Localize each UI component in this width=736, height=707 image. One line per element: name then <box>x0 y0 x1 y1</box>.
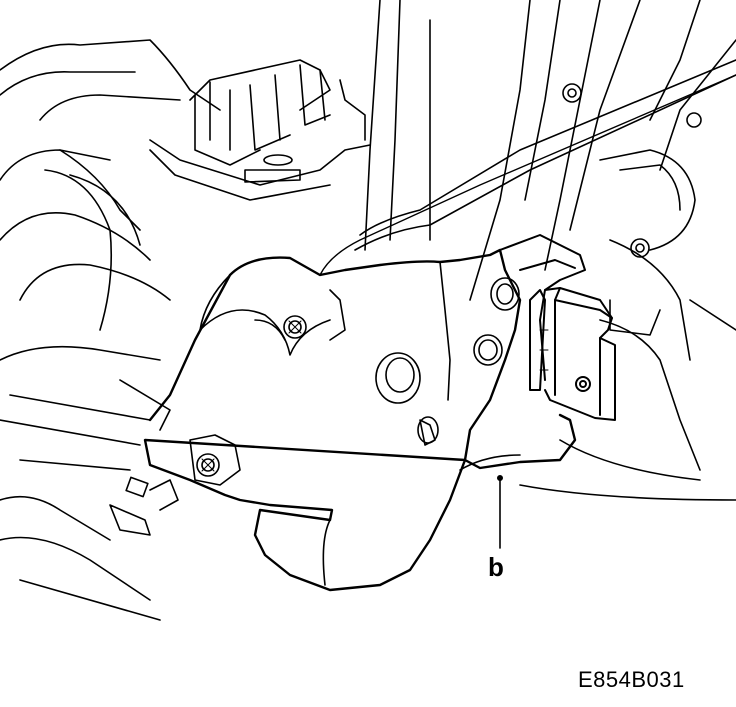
bracket-details <box>190 262 520 585</box>
top-bracket <box>150 60 370 200</box>
fasteners <box>197 278 519 476</box>
figure-code: E854B031 <box>578 667 685 692</box>
housing-left <box>0 40 220 620</box>
main-bracket <box>145 250 575 590</box>
latch-clip <box>500 235 615 420</box>
cable <box>320 75 736 275</box>
callout-label: b <box>488 552 504 582</box>
frame-rails <box>355 0 736 500</box>
callout-b <box>498 476 502 548</box>
